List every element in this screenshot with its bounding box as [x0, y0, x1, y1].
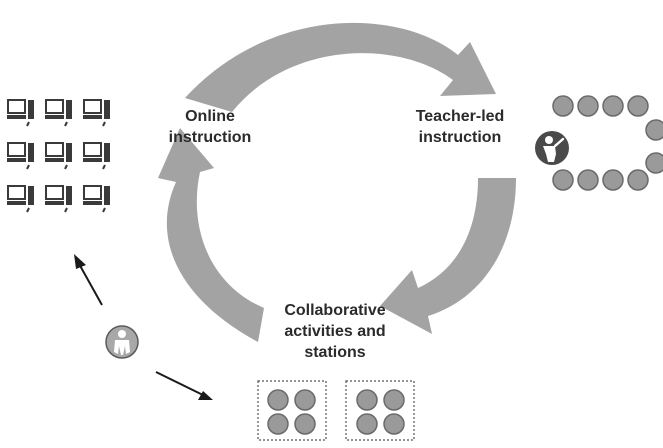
student-seat-icon — [602, 169, 624, 191]
station-box-1 — [257, 380, 327, 441]
student-seat-icon — [577, 169, 599, 191]
student-seat-icon — [294, 413, 316, 435]
computer-workstation-icon — [83, 185, 110, 213]
computer-workstation-icon — [83, 99, 110, 127]
cycle-arrow-collab-to-online — [158, 128, 264, 342]
movement-arrow-down — [155, 371, 213, 400]
teacher-icon — [535, 131, 569, 165]
computer-workstation-icon — [7, 99, 34, 127]
computer-workstation-icon — [7, 185, 34, 213]
student-seat-icon — [552, 169, 574, 191]
movement-arrow-up — [74, 254, 103, 306]
stage-label-teacher: Teacher-led instruction — [415, 108, 505, 146]
teacher-led-group — [552, 95, 663, 191]
student-seat-icon — [356, 389, 378, 411]
student-seat-icon — [294, 389, 316, 411]
stage-label-online: Online instruction — [168, 108, 252, 146]
cycle-arrow-online-to-teacher — [185, 22, 496, 112]
student-seat-icon — [645, 152, 663, 174]
student-seat-icon — [383, 413, 405, 435]
student-seat-icon — [267, 389, 289, 411]
computer-workstation-icon — [7, 142, 34, 170]
student-seat-icon — [627, 95, 649, 117]
computer-workstation-icon — [45, 142, 72, 170]
cycle-arrow-teacher-to-collab — [380, 178, 516, 334]
computer-workstation-icon — [83, 142, 110, 170]
student-person-icon — [105, 325, 139, 359]
student-seat-icon — [552, 95, 574, 117]
computer-workstation-icon — [45, 185, 72, 213]
computer-station-grid — [7, 99, 110, 213]
stage-label-collab: Collaborative activities and stations — [284, 302, 386, 361]
student-seat-icon — [602, 95, 624, 117]
student-seat-icon — [356, 413, 378, 435]
student-seat-icon — [627, 169, 649, 191]
student-seat-icon — [577, 95, 599, 117]
student-seat-icon — [383, 389, 405, 411]
student-seat-icon — [645, 119, 663, 141]
station-seats — [267, 389, 405, 435]
computer-workstation-icon — [45, 99, 72, 127]
station-box-2 — [345, 380, 415, 441]
student-seat-icon — [267, 413, 289, 435]
